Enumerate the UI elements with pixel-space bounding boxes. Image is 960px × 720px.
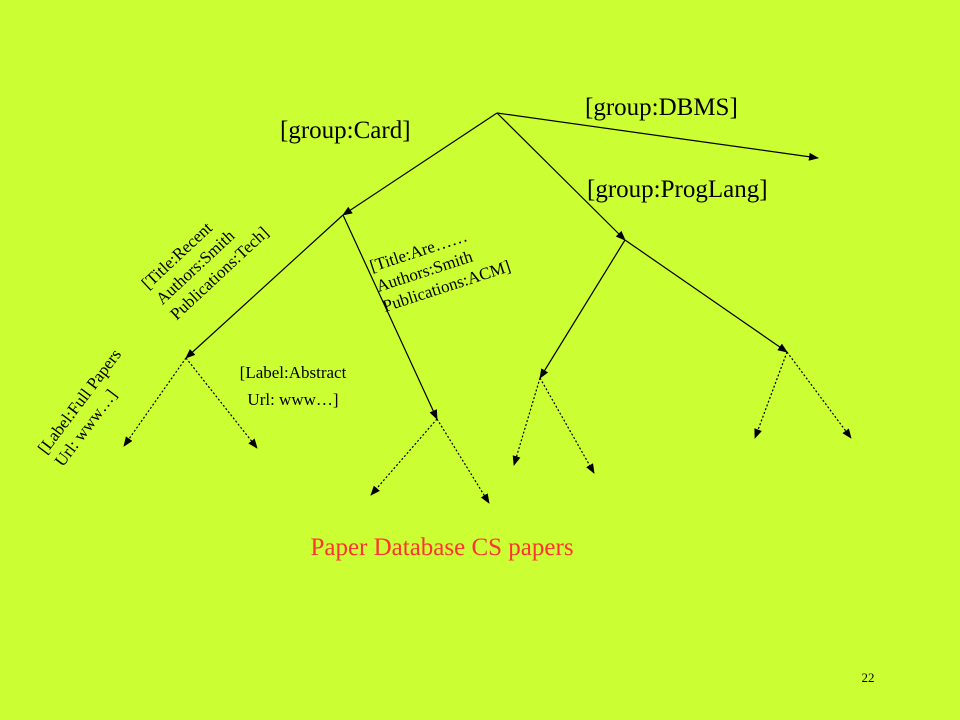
label-title-recent: [Title:Recent Authors:Smith Publications… — [138, 218, 273, 324]
label-group-proglang: [group:ProgLang] — [587, 176, 768, 203]
label-group-card: [group:Card] — [280, 117, 411, 144]
leaf-edge-abstract — [185, 357, 258, 449]
leaf-edge-pl-left-1 — [512, 377, 541, 466]
edge-card-are — [342, 214, 438, 420]
svg-text:[Label:Abstract: [Label:Abstract — [240, 363, 347, 382]
leaf-edge-pl-right-2 — [786, 351, 852, 439]
leaf-edge-fullpapers — [123, 357, 187, 447]
edge-proglang-left — [539, 239, 626, 379]
label-full-papers: [Label:Full Papers Url: www…] — [34, 345, 125, 470]
leaf-edge-are-right — [436, 418, 490, 504]
leaf-edge-are-left — [370, 418, 438, 496]
diagram-caption: Paper Database CS papers — [310, 534, 573, 561]
svg-text:Url: www…]: Url: www…] — [247, 390, 338, 409]
edge-root-dbms — [496, 112, 819, 161]
edge-root-proglang — [496, 112, 626, 241]
page-number: 22 — [862, 670, 875, 685]
edge-card-recent — [185, 214, 344, 359]
label-abstract: [Label:Abstract Url: www…] — [240, 363, 347, 409]
label-group-dbms: [group:DBMS] — [585, 94, 738, 121]
leaf-edge-pl-left-2 — [539, 377, 595, 474]
edge-proglang-right — [624, 239, 788, 353]
label-title-are: [Title:Are…… Authors:Smith Publications:… — [367, 226, 513, 315]
edge-root-card — [342, 112, 498, 216]
leaf-edge-pl-right-1 — [754, 351, 788, 439]
